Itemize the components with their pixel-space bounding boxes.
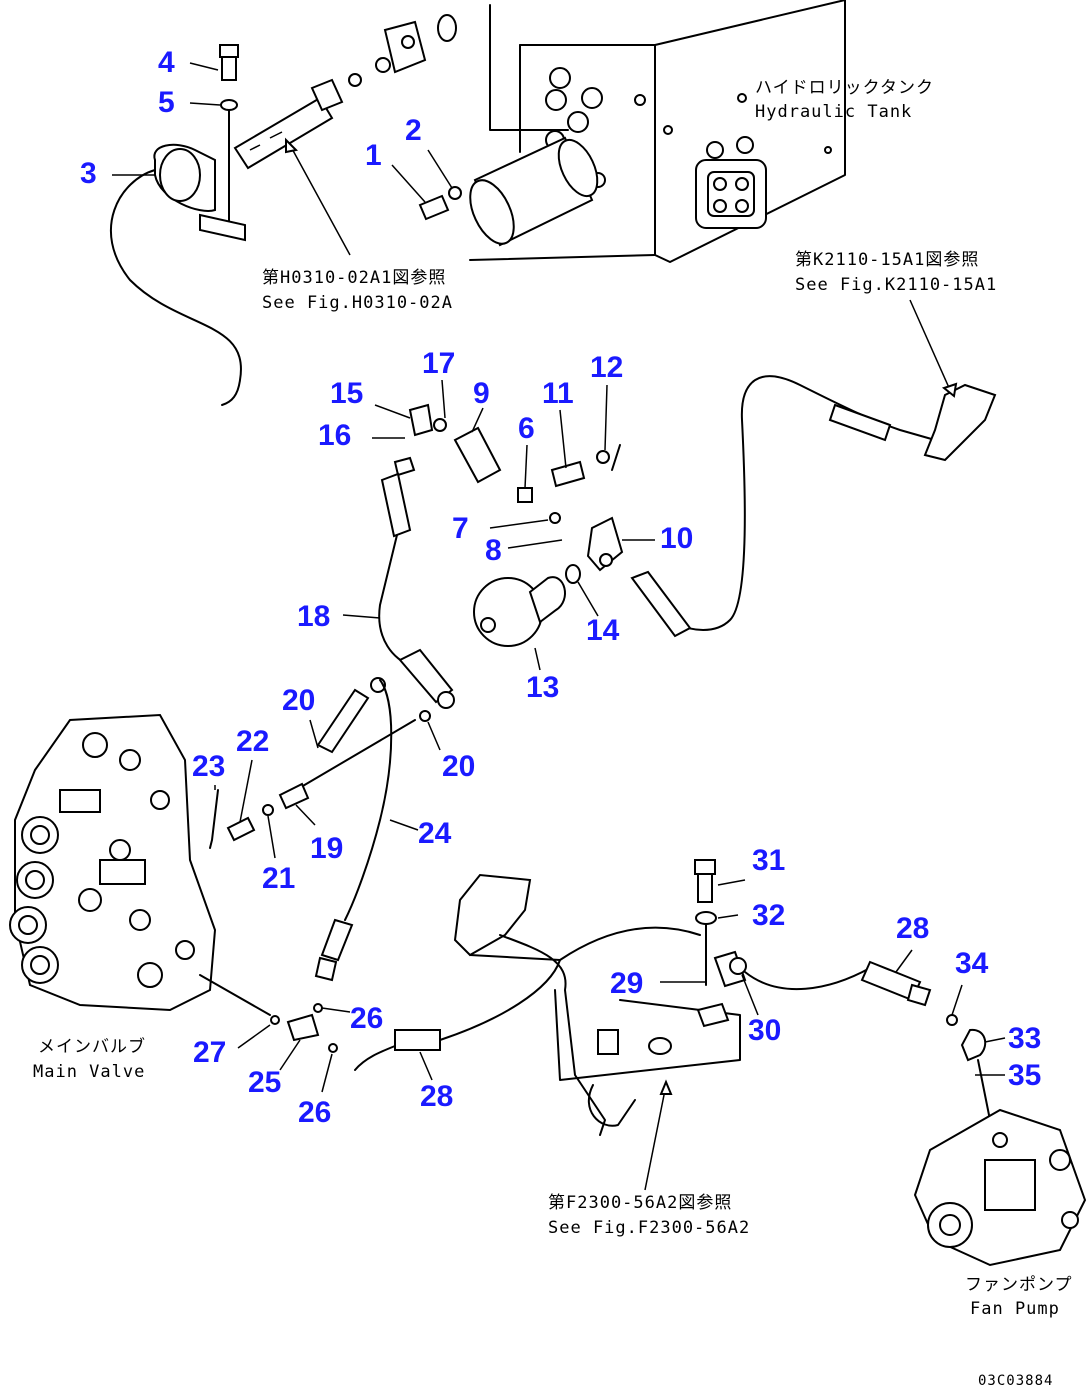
hose-28-right [744,960,991,1121]
reference-notes: ハイドロリックタンク Hydraulic Tank 第H0310-02A1図参照… [33,78,1073,1389]
callout-10: 10 [660,522,693,555]
callout-14: 14 [586,614,620,647]
pedal-bracket [453,873,741,1136]
callout-24: 24 [418,817,452,850]
reference-arrows [285,137,958,1191]
callout-26b: 26 [298,1096,331,1129]
tank-label-en: Hydraulic Tank [755,102,912,122]
callout-35: 35 [1008,1059,1041,1092]
fittings-19-23 [209,782,310,849]
callout-17: 17 [422,347,455,380]
callout-13: 13 [526,671,559,704]
callout-20b: 20 [442,750,475,783]
callout-28b: 28 [896,912,929,945]
callout-26a: 26 [350,1002,383,1035]
leader-lines [112,62,1006,1093]
drawing-code: 03C03884 [978,1373,1053,1389]
callout-8: 8 [485,534,502,567]
pump-label-jp: ファンポンプ [965,1275,1073,1295]
callout-29: 29 [610,967,643,1000]
callout-28a: 28 [420,1080,453,1113]
callout-7: 7 [452,512,469,545]
clamp-assembly [110,44,246,406]
callout-16: 16 [318,419,351,452]
hose-18 [378,456,455,709]
callout-9: 9 [473,377,490,410]
callout-3: 3 [80,157,97,190]
fan-pump [913,1108,1087,1267]
ref3-label-en: See Fig.F2300-56A2 [548,1218,750,1238]
callout-2: 2 [405,114,422,147]
filter-element [469,136,599,247]
callout-30: 30 [748,1014,781,1047]
pump-label-en: Fan Pump [970,1299,1060,1319]
washer-2 [448,186,462,200]
callout-18: 18 [297,600,330,633]
hydraulic-tank [469,0,846,263]
callout-34: 34 [955,947,989,980]
callout-20a: 20 [282,684,315,717]
callout-23: 23 [192,750,225,783]
callout-1: 1 [365,139,382,172]
ref2-label-en: See Fig.K2110-15A1 [795,275,997,295]
ref3-label-jp: 第F2300-56A2図参照 [548,1193,732,1213]
tank-label-jp: ハイドロリックタンク [755,78,934,98]
hose-fitting-right [828,403,892,442]
ref1-label-en: See Fig.H0310-02A [262,293,453,313]
hose-24 [295,677,431,982]
ref2-label-jp: 第K2110-15A1図参照 [795,250,979,270]
callout-22: 22 [236,725,269,758]
callout-31: 31 [752,844,785,877]
callout-12: 12 [590,351,623,384]
callout-33: 33 [1008,1022,1041,1055]
valve-group [408,403,624,584]
callout-11: 11 [542,377,574,410]
accumulator-13 [473,576,566,647]
callout-27: 27 [193,1036,226,1069]
callout-19: 19 [310,832,343,865]
hose-top [233,78,344,170]
sensor-right [923,383,997,462]
bolt-block-29-32 [694,859,747,988]
callout-5: 5 [158,86,175,119]
callout-15: 15 [330,377,363,410]
callout-numbers: 1 2 3 4 5 6 7 8 9 10 11 12 13 14 15 16 1… [80,46,1041,1129]
fittings-25-27 [270,1003,338,1053]
hose-28-left [354,959,561,1071]
callout-25: 25 [248,1066,281,1099]
fitting-left-13 [630,570,692,638]
callout-32: 32 [752,899,785,932]
callout-21: 21 [262,862,295,895]
valve-label-en: Main Valve [33,1062,145,1082]
callout-4: 4 [158,46,175,79]
ref1-label-jp: 第H0310-02A1図参照 [262,268,446,288]
connector-block [348,14,457,87]
line-k2110 [679,375,936,631]
main-valve [9,713,271,1016]
callout-6: 6 [518,412,535,445]
bolt-1 [418,194,450,221]
valve-label-jp: メインバルブ [38,1036,146,1057]
